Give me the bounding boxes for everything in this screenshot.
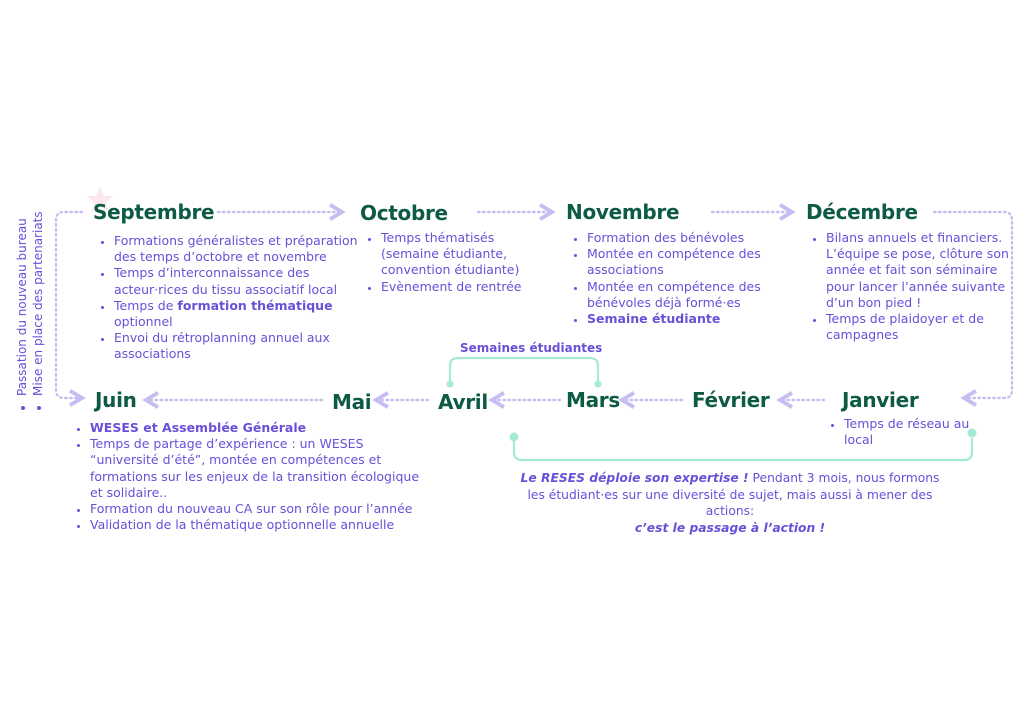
loop-right-connector [932,210,1014,407]
month-mai: Mai [332,390,372,414]
list-item: Temps de plaidoyer et de campagnes [826,311,1018,343]
list-item: Validation de la thématique optionnelle … [90,517,432,533]
list-item: Temps de formation thématique optionnel [114,298,366,330]
month-janvier: Janvier [842,388,919,412]
list-item: Evènement de rentrée [381,279,541,295]
decembre-list: Bilans annuels et financiers. L’équipe s… [808,230,1018,343]
list-item: Temps thématisés (semaine étudiante, con… [381,230,541,279]
list-item: Temps de réseau au local [844,416,994,448]
novembre-list: Formation des bénévoles Montée en compét… [569,230,777,327]
side-list: Passation du nouveau bureau Mise en plac… [14,211,46,410]
list-item: Semaine étudiante [587,311,777,327]
month-novembre: Novembre [566,200,680,224]
juin-list: WESES et Assemblée Générale Temps de par… [72,420,432,533]
semaines-bracket [448,356,600,382]
list-item: Bilans annuels et financiers. L’équipe s… [826,230,1018,311]
month-mars: Mars [566,388,620,412]
janvier-list: Temps de réseau au local [826,416,994,448]
list-item: Formation des bénévoles [587,230,777,246]
septembre-list: Formations généralistes et préparation d… [96,233,366,363]
semaines-etudiantes-label: Semaines étudiantes [460,341,603,355]
octobre-list: Temps thématisés (semaine étudiante, con… [363,230,541,295]
list-item: Envoi du rétroplanning annuel aux associ… [114,330,366,362]
caption-conclusion: c’est le passage à l’action ! [634,520,826,535]
expertise-bracket [512,438,974,462]
list-item: Temps de partage d’expérience : un WESES… [90,436,432,501]
side-list-item: Mise en place des partenariats [30,211,46,396]
month-juin: Juin [95,388,137,412]
month-septembre: Septembre [93,200,215,224]
list-item: Montée en compétence des associations [587,246,777,278]
list-item: Formations généralistes et préparation d… [114,233,366,265]
month-fevrier: Février [692,388,770,412]
month-avril: Avril [438,390,488,414]
month-decembre: Décembre [806,200,918,224]
list-item: Temps d’interconnaissance des acteur·ric… [114,265,366,297]
decorative-star-icon [86,186,114,212]
month-octobre: Octobre [360,201,448,225]
side-list-item: Passation du nouveau bureau [14,211,30,396]
caption-highlight: Le RESES déploie son expertise ! [520,471,749,485]
loop-left-connector [54,210,86,407]
expertise-caption: Le RESES déploie son expertise ! Pendant… [520,470,940,536]
list-item: Montée en compétence des bénévoles déjà … [587,279,777,311]
caption-text: Pendant 3 mois, nous formons les étudian… [527,471,940,518]
list-item: WESES et Assemblée Générale [90,420,432,436]
list-item: Formation du nouveau CA sur son rôle pou… [90,501,432,517]
